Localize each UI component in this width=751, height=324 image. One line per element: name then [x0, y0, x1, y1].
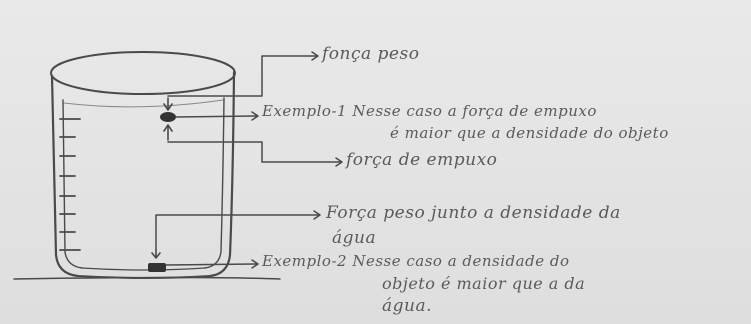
label-exemplo-2-line3: água.: [382, 296, 433, 316]
label-exemplo-2-line2: objeto é maior que a da: [382, 274, 586, 293]
label-forca-peso-1: fonça peso: [322, 44, 420, 64]
beaker-inner-bottom: [81, 267, 206, 271]
leader-forca-empuxo: [167, 141, 343, 167]
label-forca-empuxo: força de empuxo: [346, 150, 498, 170]
label-exemplo-1-line2: é maior que a densidade do objeto: [390, 124, 669, 142]
label-forca-peso-2-line2: água: [332, 228, 377, 248]
beaker-left-wall: [50, 74, 80, 278]
object-example-1: [160, 112, 176, 122]
beaker-rim: [50, 51, 236, 95]
leader-forca-peso-2: [155, 210, 321, 247]
beaker-right-wall: [208, 70, 236, 278]
label-exemplo-1-line1: Exemplo-1 Nesse caso a força de empuxo: [262, 102, 597, 120]
label-exemplo-2-line1: Exemplo-2 Nesse caso a densidade do: [262, 252, 570, 270]
label-forca-peso-2-line1: Força peso junto a densidade da: [326, 203, 621, 223]
beaker-inner-right-wall: [204, 97, 225, 269]
beaker-inner-left-wall: [62, 99, 83, 269]
leader-exemplo-2: [165, 259, 259, 269]
buoyancy-arrow-1: [163, 124, 173, 141]
graduation-marks: [59, 118, 81, 251]
leader-forca-peso-1: [167, 51, 319, 97]
water-surface: [63, 99, 224, 108]
weight-arrow-1: [163, 97, 173, 111]
weight-arrow-2: [151, 246, 161, 259]
leader-exemplo-1: [175, 111, 259, 121]
object-example-2: [148, 263, 166, 272]
beaker-bottom: [77, 275, 211, 279]
